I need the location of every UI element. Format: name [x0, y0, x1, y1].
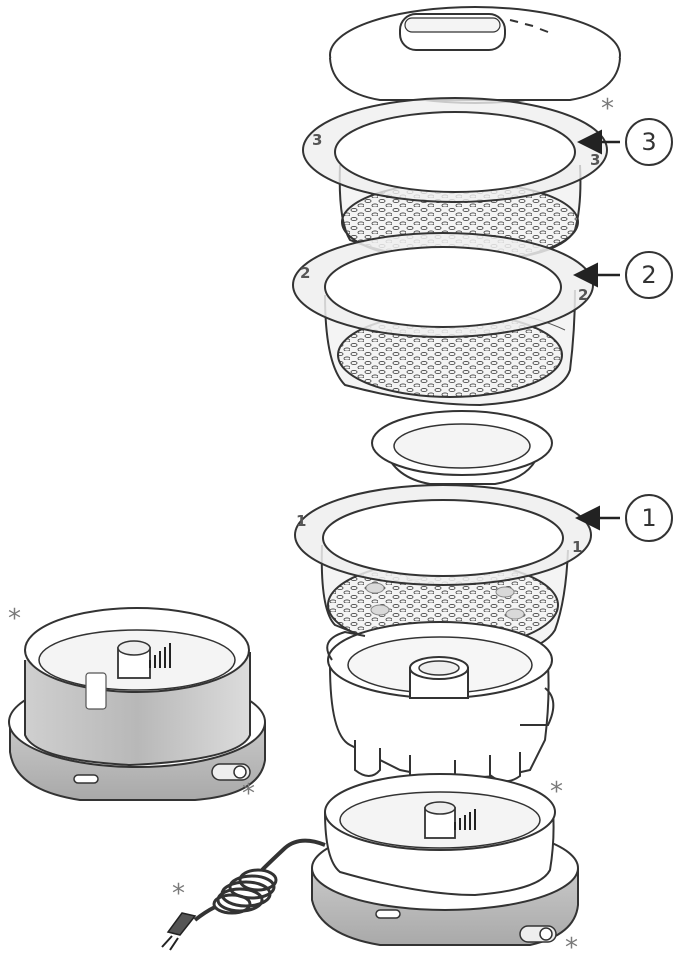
- asterisk-alt-base-knob: *: [242, 779, 255, 809]
- heating-element-column: [424, 801, 456, 839]
- drip-tray: [326, 621, 555, 789]
- callout-2-number: 2: [641, 261, 656, 289]
- basket-1-mark-left: 1: [296, 512, 306, 530]
- lid-handle: [399, 13, 506, 51]
- alt-water-window: [85, 672, 107, 710]
- asterisk-alt-base: *: [8, 604, 21, 634]
- callout-1-number: 1: [641, 504, 656, 532]
- basket-2-mark-right: 2: [578, 286, 588, 304]
- basket-3-mark-right: 3: [590, 151, 600, 169]
- main-base-unit: [311, 773, 579, 946]
- cord-coil: [212, 868, 278, 915]
- power-plug: [161, 912, 197, 951]
- steam-basket-1: 1 1: [294, 484, 592, 662]
- callout-3: 3: [577, 118, 673, 166]
- alt-heating-column: [117, 640, 151, 679]
- callout-1: 1: [575, 494, 673, 542]
- asterisk-basket-3: *: [601, 94, 614, 124]
- basket-2-mark-left: 2: [300, 264, 310, 282]
- callout-3-number: 3: [641, 128, 656, 156]
- lid: [329, 6, 621, 104]
- asterisk-main-base: *: [550, 777, 563, 807]
- alt-base-light-indicator: [73, 774, 99, 784]
- basket-3-mark-left: 3: [312, 131, 322, 149]
- callout-2: 2: [573, 251, 673, 299]
- rice-bowl: [371, 410, 553, 485]
- lid-steam-vents: [509, 19, 549, 33]
- water-level-marks: [454, 809, 476, 830]
- drip-tray-handles: [326, 630, 555, 726]
- basket-1-mark-right: 1: [572, 538, 582, 556]
- alt-water-level-marks: [149, 643, 171, 668]
- timer-knob: [519, 925, 557, 943]
- steam-basket-2: 2 2: [292, 232, 594, 407]
- asterisk-power-cord: *: [172, 879, 185, 909]
- center-column-cap: [409, 656, 469, 699]
- asterisk-main-base-knob: *: [565, 933, 578, 963]
- alt-timer-knob: [211, 763, 251, 781]
- alternate-base-unit: [8, 607, 266, 801]
- power-cord: [161, 838, 326, 951]
- base-light-indicator: [375, 909, 401, 919]
